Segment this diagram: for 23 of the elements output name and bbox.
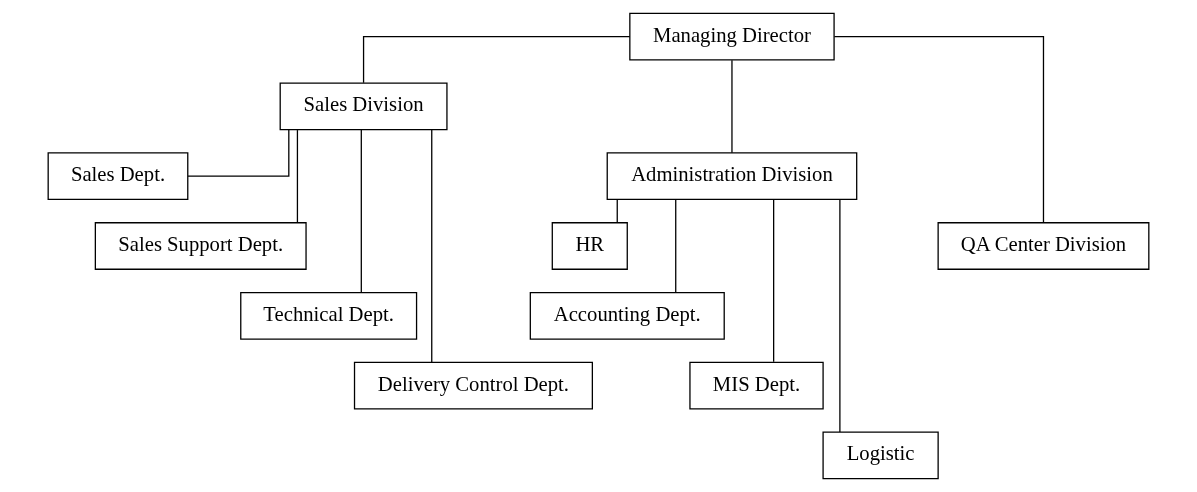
- node-box: Delivery Control Dept.: [353, 361, 593, 410]
- connector: [187, 129, 290, 177]
- connector: [773, 199, 775, 363]
- node-box: Sales Dept.: [47, 152, 189, 201]
- connector: [431, 129, 433, 363]
- connector: [616, 199, 618, 224]
- node-box: Managing Director: [629, 12, 835, 61]
- node-box: Accounting Dept.: [529, 291, 725, 340]
- connector: [675, 199, 677, 294]
- node-box: Technical Dept.: [240, 291, 418, 340]
- node-box: Sales Support Dept.: [94, 222, 307, 270]
- connector: [360, 129, 362, 293]
- connector: [731, 59, 733, 154]
- node-box: Logistic: [822, 431, 939, 480]
- connector: [362, 35, 631, 84]
- node-box: QA Center Division: [937, 222, 1150, 270]
- node-box: Administration Division: [606, 152, 858, 201]
- connector: [833, 35, 1045, 224]
- connector: [839, 198, 841, 433]
- node-box: MIS Dept.: [689, 361, 824, 410]
- node-box: HR: [551, 222, 628, 270]
- node-box: Sales Division: [279, 82, 448, 131]
- connector: [296, 129, 299, 224]
